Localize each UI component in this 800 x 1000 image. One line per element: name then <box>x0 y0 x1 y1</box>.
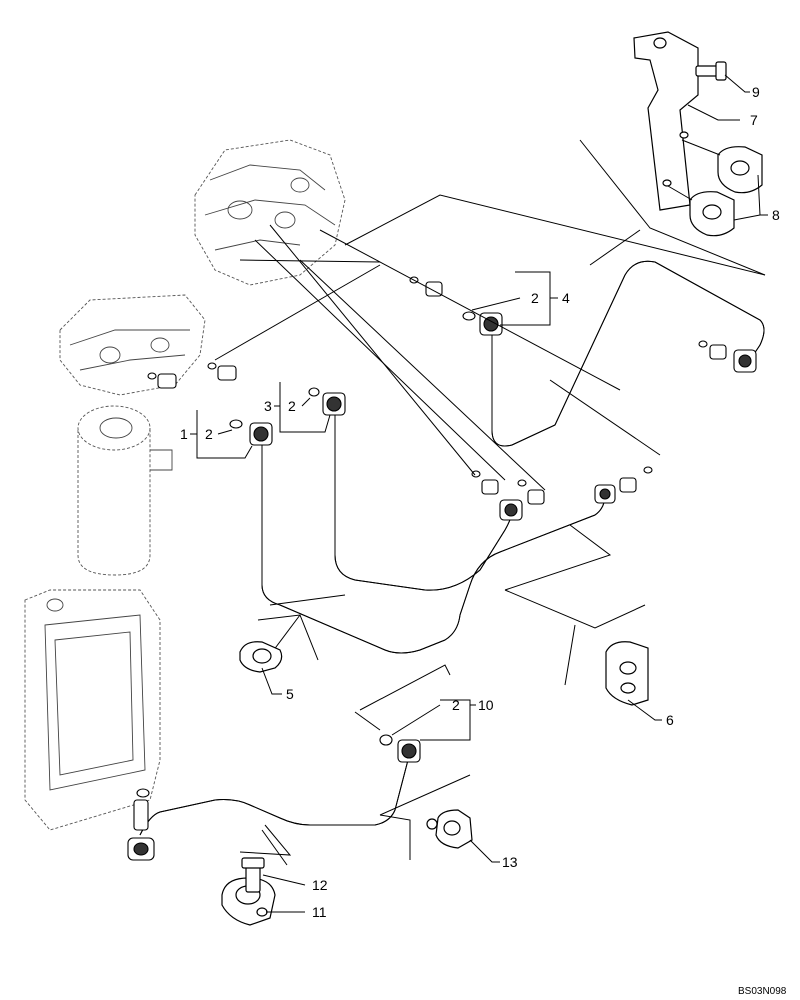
callout-7: 7 <box>750 112 758 128</box>
bolt-9 <box>695 61 727 81</box>
callout-11: 11 <box>312 904 327 920</box>
callout-5: 5 <box>286 686 294 702</box>
clamp-6 <box>605 641 649 706</box>
callout-10: 10 <box>478 697 494 713</box>
callout-brackets <box>190 74 768 913</box>
elbow-fitting-1 <box>229 419 273 446</box>
control-valve-ghost <box>59 294 206 396</box>
tube-assembly-4 <box>491 260 765 447</box>
clamp-13 <box>426 809 473 849</box>
clamp-5 <box>239 641 283 673</box>
callout-8: 8 <box>772 207 780 223</box>
hydraulic-pump-ghost <box>194 139 346 286</box>
tube-assembly-10 <box>139 759 409 836</box>
callout-13: 13 <box>502 854 518 870</box>
callout-2-top: 2 <box>531 290 539 306</box>
bolt-12 <box>241 857 265 893</box>
adapter-fittings <box>127 276 757 861</box>
figure-code: BS03N098 <box>738 986 787 997</box>
clamps-8 <box>667 139 763 237</box>
elbow-fitting-3 <box>308 387 346 416</box>
callout-3: 3 <box>264 398 272 414</box>
bracket-7 <box>633 31 699 211</box>
tube-assembly-3 <box>334 415 513 591</box>
elbow-fitting-4 <box>462 311 503 336</box>
callout-12: 12 <box>312 877 328 893</box>
callout-6: 6 <box>666 712 674 728</box>
callout-4: 4 <box>562 290 570 306</box>
leader-lines <box>214 139 766 866</box>
filter-canister-ghost <box>77 405 173 576</box>
callout-9: 9 <box>752 84 760 100</box>
callout-2-left: 2 <box>205 426 213 442</box>
elbow-fitting-10 <box>379 734 421 763</box>
callout-1: 1 <box>180 426 188 442</box>
callout-2-mid: 2 <box>288 398 296 414</box>
callout-2-lower: 2 <box>452 697 460 713</box>
tube-assembly-1 <box>261 445 606 654</box>
oil-cooler-ghost <box>24 589 161 831</box>
